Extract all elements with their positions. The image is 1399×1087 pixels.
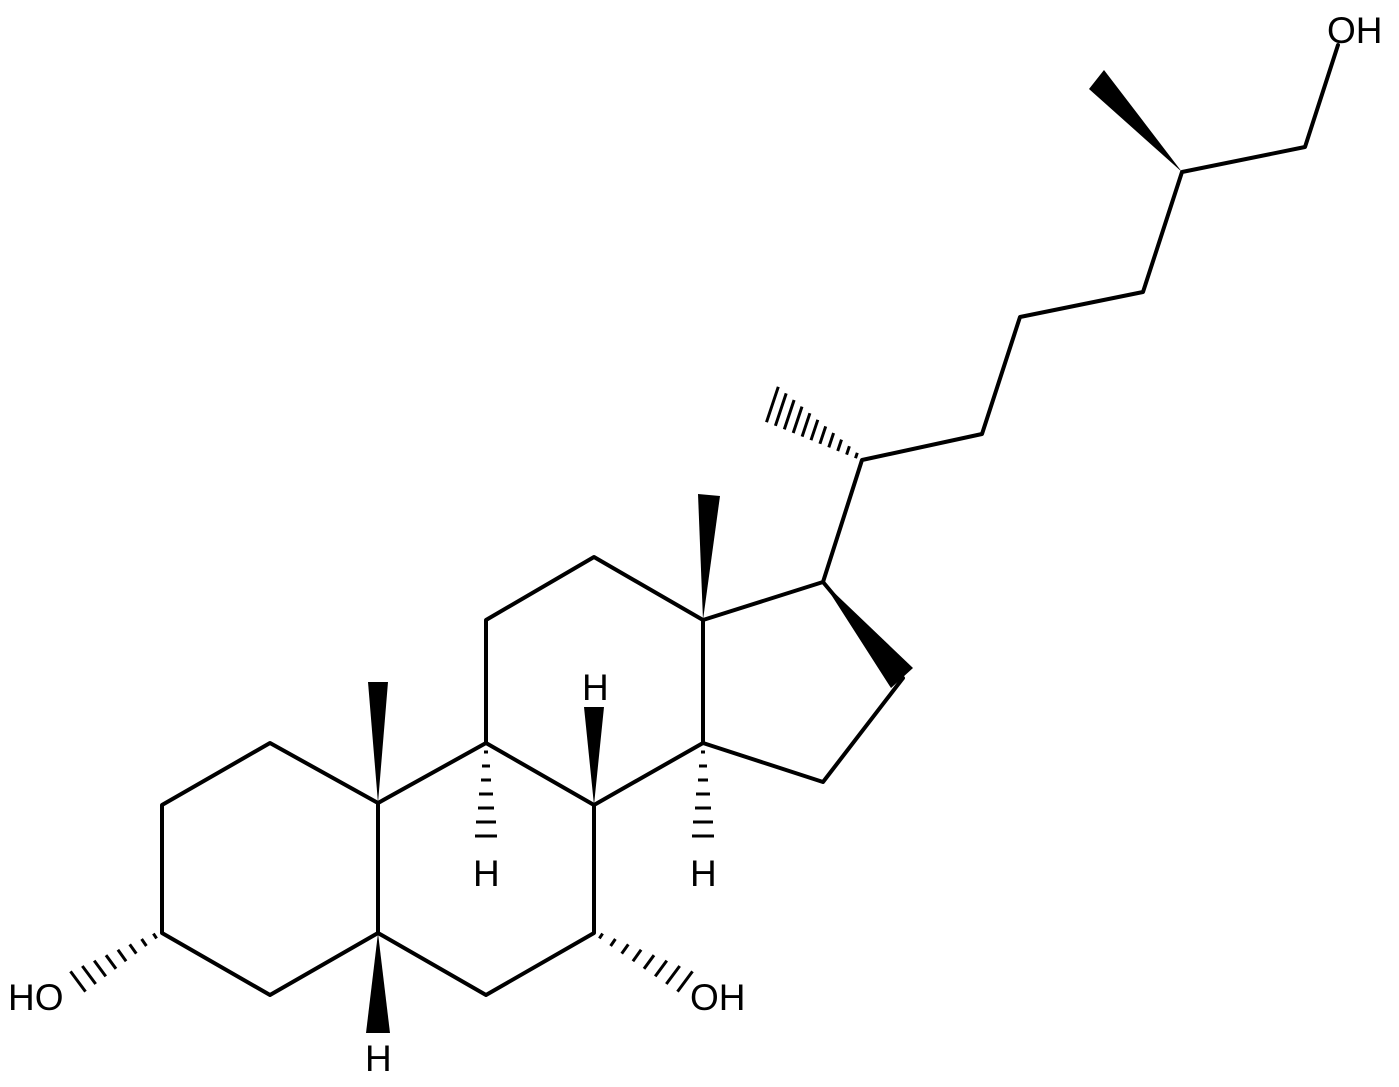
c14-h-hash bbox=[692, 750, 714, 838]
c9-h-hash bbox=[475, 750, 497, 838]
ring-d bbox=[701, 580, 905, 784]
ring-b-bonds bbox=[376, 741, 596, 997]
c10-methyl-wedge bbox=[368, 682, 388, 803]
c25-methyl-wedge bbox=[1089, 70, 1182, 172]
ring-c-bonds bbox=[484, 555, 705, 807]
c13-methyl-wedge bbox=[698, 494, 720, 620]
ring-a bbox=[160, 741, 380, 997]
side-chain-bonds bbox=[821, 43, 1340, 584]
oh-c26-label: OH bbox=[1327, 10, 1383, 51]
c3-oh-hash bbox=[69, 932, 158, 993]
h-c8-label: H bbox=[582, 667, 609, 708]
c8-h-wedge bbox=[584, 707, 604, 805]
c5-h-wedge bbox=[366, 933, 390, 1033]
c7-oh-hash bbox=[598, 932, 694, 993]
ring-a-bonds bbox=[160, 741, 380, 997]
ring-c bbox=[484, 555, 705, 807]
h-c5-label: H bbox=[365, 1038, 392, 1079]
side-chain bbox=[821, 43, 1340, 584]
ring-d-bonds bbox=[701, 580, 905, 784]
wedge-bonds bbox=[366, 70, 1182, 1033]
c20-methyl-hash bbox=[765, 386, 859, 459]
ring-b bbox=[376, 741, 596, 997]
c17-c16-wedge bbox=[823, 582, 913, 688]
h-c14-label: H bbox=[690, 853, 717, 894]
atom-labels: HO OH OH H H H H bbox=[8, 10, 1383, 1079]
oh-c7-label: OH bbox=[690, 977, 746, 1018]
oh-c3-label: HO bbox=[8, 977, 64, 1018]
h-c9-label: H bbox=[473, 853, 500, 894]
